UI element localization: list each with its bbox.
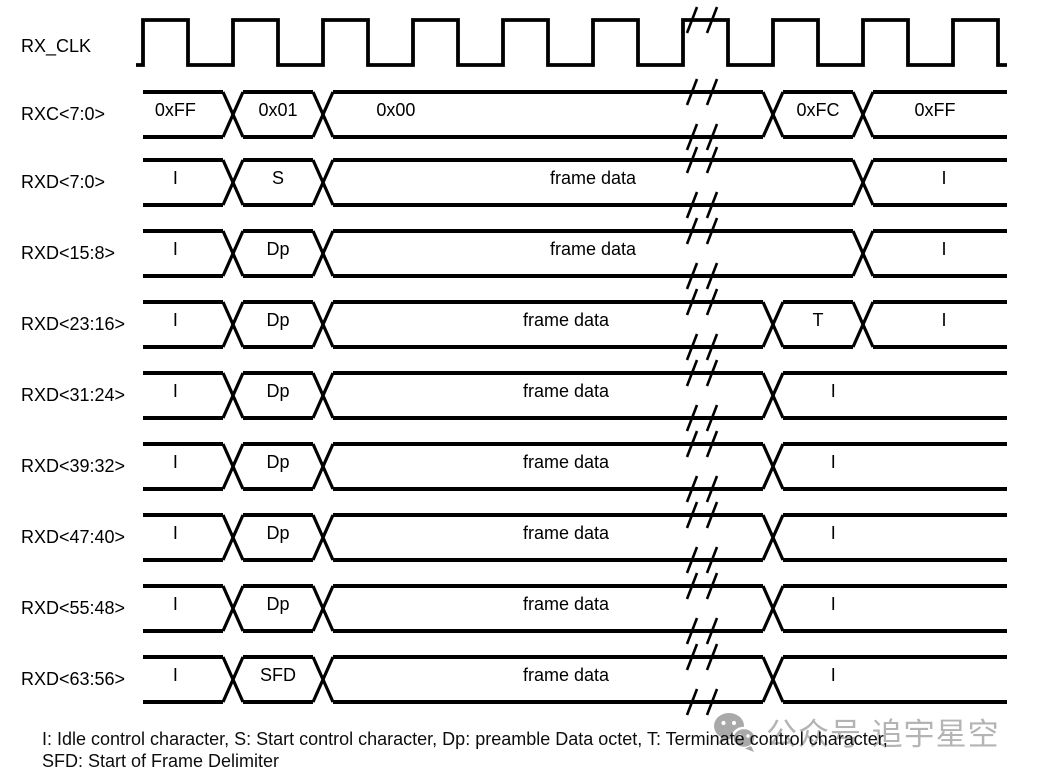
segment-value: frame data	[550, 239, 637, 259]
segment-value: Dp	[266, 239, 289, 259]
segment-value: I	[173, 523, 178, 543]
segment-value: frame data	[523, 381, 610, 401]
segment-value: I	[831, 665, 836, 685]
segment-value: I	[173, 310, 178, 330]
segment-value: I	[173, 168, 178, 188]
segment-value: Dp	[266, 310, 289, 330]
segment-value: 0x00	[376, 100, 415, 120]
signal-label: RXD<47:40>	[21, 527, 126, 547]
segment-value: Dp	[266, 523, 289, 543]
watermark-text: 公众号 追宇星空	[766, 717, 1000, 752]
segment-value: I	[173, 239, 178, 259]
clock-label: RX_CLK	[21, 36, 92, 56]
clock-waveform	[136, 18, 1007, 67]
segment-value: 0xFC	[796, 100, 839, 120]
segment-value: I	[173, 452, 178, 472]
segment-value: 0xFF	[914, 100, 955, 120]
signal-label: RXD<39:32>	[21, 456, 126, 476]
segment-value: I	[831, 452, 836, 472]
segment-value: I	[831, 381, 836, 401]
segment-value: frame data	[550, 168, 637, 188]
segment-value: I	[941, 239, 946, 259]
segment-value: I	[173, 381, 178, 401]
segment-value: 0xFF	[155, 100, 196, 120]
watermark: 公众号 追宇星空	[712, 709, 1000, 754]
wechat-icon	[714, 712, 757, 752]
signal-label: RXD<63:56>	[21, 669, 126, 689]
segment-value: Dp	[266, 594, 289, 614]
legend-line-2: SFD: Start of Frame Delimiter	[42, 750, 280, 771]
signal-label: RXD<7:0>	[21, 172, 106, 192]
segment-value: 0x01	[258, 100, 297, 120]
segment-value: frame data	[523, 452, 610, 472]
legend-caption: I: Idle control character, S: Start cont…	[42, 729, 888, 772]
signal-label: RXD<15:8>	[21, 243, 116, 263]
segment-value: I	[941, 310, 946, 330]
segment-value: I	[831, 523, 836, 543]
segment-value: I	[941, 168, 946, 188]
segment-value: frame data	[523, 310, 610, 330]
segment-value: frame data	[523, 594, 610, 614]
segment-value: I	[173, 594, 178, 614]
segment-value: Dp	[266, 452, 289, 472]
segment-value: SFD	[260, 665, 296, 685]
segment-value: frame data	[523, 665, 610, 685]
legend-line-1: I: Idle control character, S: Start cont…	[42, 729, 888, 749]
signal-label: RXD<23:16>	[21, 314, 126, 334]
segment-value: I	[173, 665, 178, 685]
signal-label: RXC<7:0>	[21, 104, 106, 124]
segment-value: T	[813, 310, 824, 330]
segment-value: frame data	[523, 523, 610, 543]
segment-value: I	[831, 594, 836, 614]
segment-value: Dp	[266, 381, 289, 401]
segment-value: S	[272, 168, 284, 188]
signal-label: RXD<55:48>	[21, 598, 126, 618]
signal-label: RXD<31:24>	[21, 385, 126, 405]
